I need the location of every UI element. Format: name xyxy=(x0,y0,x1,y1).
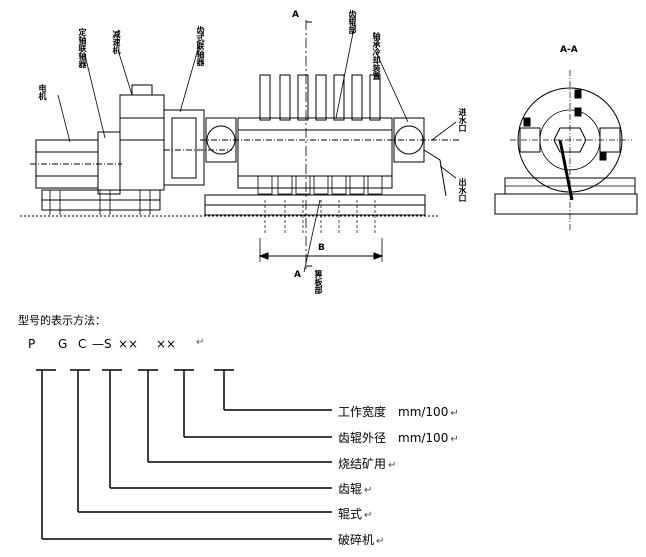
return-mark: ↵ xyxy=(450,434,459,445)
callout-water-inlet: 进水口 xyxy=(458,108,467,132)
crusher-assembly-drawing xyxy=(20,20,638,273)
designation-tree xyxy=(36,369,332,540)
callout-bearing-cooling: 轴承冷却装置 xyxy=(372,32,381,80)
designation-item-text: 破碎机 xyxy=(338,533,375,547)
section-line xyxy=(305,20,312,270)
designation-item-text: 辊式 xyxy=(338,507,363,521)
designation-item-text: 工作宽度 mm/100 xyxy=(338,405,449,419)
callout-reducer: 减速机 xyxy=(112,30,121,54)
return-mark: ↵ xyxy=(388,460,397,471)
section-mark-top: A xyxy=(292,10,299,20)
callout-grate-bars: 箅板部 xyxy=(314,270,323,294)
designation-item-roller-type: 辊式↵ xyxy=(338,505,372,522)
callout-roller-teeth: 齿辊部 xyxy=(348,10,357,34)
dimension-label: B xyxy=(318,243,325,253)
code-char-g: G xyxy=(58,337,68,351)
callout-motor: 电机 xyxy=(38,84,47,100)
callout-shaft-coupling: 定轴联轴器 xyxy=(78,28,87,68)
designation-item-crusher: 破碎机↵ xyxy=(338,531,384,548)
section-mark-bottom: A xyxy=(294,270,301,280)
code-char-xx-2: ×× xyxy=(156,337,177,351)
model-designation-title: 型号的表示方法： xyxy=(18,314,106,327)
roller-body xyxy=(237,74,447,235)
designation-item-text: 烧结矿用 xyxy=(338,457,387,471)
return-mark: ↵ xyxy=(450,408,459,419)
designation-item-toothed-roller: 齿辊↵ xyxy=(338,480,372,497)
code-char-s: —S xyxy=(92,337,112,351)
section-view-label: A-A xyxy=(560,45,578,55)
code-char-xx-1: ×× xyxy=(118,337,139,351)
bearings xyxy=(200,117,460,163)
motor xyxy=(30,131,122,195)
code-return-mark: ↵ xyxy=(196,337,205,348)
designation-item-text: 齿辊外径 mm/100 xyxy=(338,431,449,445)
return-mark: ↵ xyxy=(364,485,373,496)
callout-water-outlet: 出水口 xyxy=(458,178,467,202)
code-char-p: P xyxy=(28,337,36,351)
section-view xyxy=(494,70,638,230)
designation-item-working-width: 工作宽度 mm/100↵ xyxy=(338,403,459,420)
return-mark: ↵ xyxy=(376,536,385,547)
leader-lines xyxy=(57,27,457,273)
code-char-c: C xyxy=(78,337,87,351)
dimension-b xyxy=(258,238,384,262)
designation-item-roller-diameter: 齿辊外径 mm/100↵ xyxy=(338,429,459,446)
designation-item-text: 齿辊 xyxy=(338,482,363,496)
return-mark: ↵ xyxy=(364,510,373,521)
callout-gear-coupling: 齿式联轴器 xyxy=(196,26,205,66)
designation-item-sinter-use: 烧结矿用↵ xyxy=(338,455,396,472)
reducer xyxy=(119,84,232,191)
base-frame xyxy=(20,189,440,217)
